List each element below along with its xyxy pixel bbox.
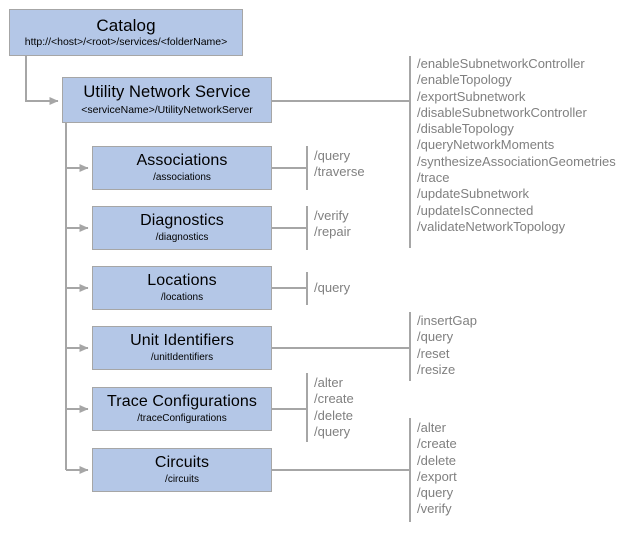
node-associations[interactable]: Associations /associations: [92, 146, 272, 190]
operation-item: /verify: [314, 208, 349, 223]
operation-item: /query: [417, 329, 454, 345]
node-diagnostics[interactable]: Diagnostics /diagnostics: [92, 206, 272, 250]
operation-item: /validateNetworkTopology: [417, 218, 566, 234]
operation-item: /repair: [314, 224, 351, 240]
operations-trace-configurations: /alter/create/delete/query: [314, 375, 354, 440]
node-unit-identifiers-title: Unit Identifiers: [130, 331, 234, 349]
operation-item: /export: [417, 468, 457, 484]
operation-item: /alter: [417, 420, 446, 435]
node-unit-identifiers-path: /unitIdentifiers: [150, 351, 214, 363]
operations-locations: /query: [314, 280, 350, 296]
operation-item: /query: [314, 423, 351, 439]
operation-item: /verify: [417, 501, 452, 517]
node-diagnostics-path: /diagnostics: [155, 231, 209, 243]
node-trace-configurations-path: /traceConfigurations: [137, 412, 227, 424]
operation-item: /query: [314, 280, 351, 295]
operation-item: /disableSubnetworkController: [417, 104, 587, 120]
operation-item: /query: [417, 485, 454, 501]
node-diagnostics-title: Diagnostics: [140, 211, 224, 229]
operation-item: /reset: [417, 345, 450, 361]
node-utility-network-service[interactable]: Utility Network Service <serviceName>/Ut…: [62, 77, 272, 123]
node-associations-path: /associations: [153, 171, 211, 183]
node-circuits[interactable]: Circuits /circuits: [92, 448, 272, 492]
operations-unit-identifiers: /insertGap/query/reset/resize: [417, 313, 477, 378]
edge-catalog-to-service: [24, 56, 59, 105]
operation-item: /alter: [314, 375, 343, 390]
operation-item: /synthesizeAssociationGeometries: [417, 153, 616, 169]
operations-diagnostics: /verify/repair: [314, 208, 351, 241]
operation-item: /delete: [417, 452, 457, 468]
operations-utility-network-service: /enableSubnetworkController/enableTopolo…: [417, 56, 616, 235]
operation-item: /insertGap: [417, 313, 477, 328]
node-circuits-path: /circuits: [165, 473, 199, 485]
node-trace-configurations[interactable]: Trace Configurations /traceConfiguration…: [92, 387, 272, 431]
operation-item: /create: [314, 391, 354, 407]
operation-item: /exportSubnetwork: [417, 88, 526, 104]
node-associations-title: Associations: [136, 151, 228, 169]
node-utility-network-service-title: Utility Network Service: [83, 83, 251, 102]
operations-associations: /query/traverse: [314, 148, 365, 181]
node-circuits-title: Circuits: [154, 453, 210, 471]
node-locations-path: /locations: [160, 291, 204, 303]
operation-item: /query: [314, 148, 351, 163]
node-locations-title: Locations: [147, 271, 217, 289]
operation-item: /updateIsConnected: [417, 202, 534, 218]
operation-item: /traverse: [314, 164, 365, 180]
node-catalog-title: Catalog: [96, 15, 156, 35]
node-catalog[interactable]: Catalog http://<host>/<root>/services/<f…: [9, 9, 243, 56]
node-unit-identifiers[interactable]: Unit Identifiers /unitIdentifiers: [92, 326, 272, 370]
operation-item: /enableSubnetworkController: [417, 56, 585, 71]
node-catalog-path: http://<host>/<root>/services/<folderNam…: [24, 36, 228, 49]
operation-item: /create: [417, 436, 457, 452]
operation-item: /enableTopology: [417, 72, 512, 88]
operation-item: /disableTopology: [417, 121, 514, 137]
operation-item: /queryNetworkMoments: [417, 137, 555, 153]
operation-item: /updateSubnetwork: [417, 186, 530, 202]
node-utility-network-service-path: <serviceName>/UtilityNetworkServer: [81, 103, 253, 116]
operation-item: /trace: [417, 170, 450, 186]
operation-item: /delete: [314, 407, 354, 423]
operation-item: /resize: [417, 361, 456, 377]
node-trace-configurations-title: Trace Configurations: [107, 392, 257, 410]
node-locations[interactable]: Locations /locations: [92, 266, 272, 310]
operations-circuits: /alter/create/delete/export/query/verify: [417, 420, 457, 518]
